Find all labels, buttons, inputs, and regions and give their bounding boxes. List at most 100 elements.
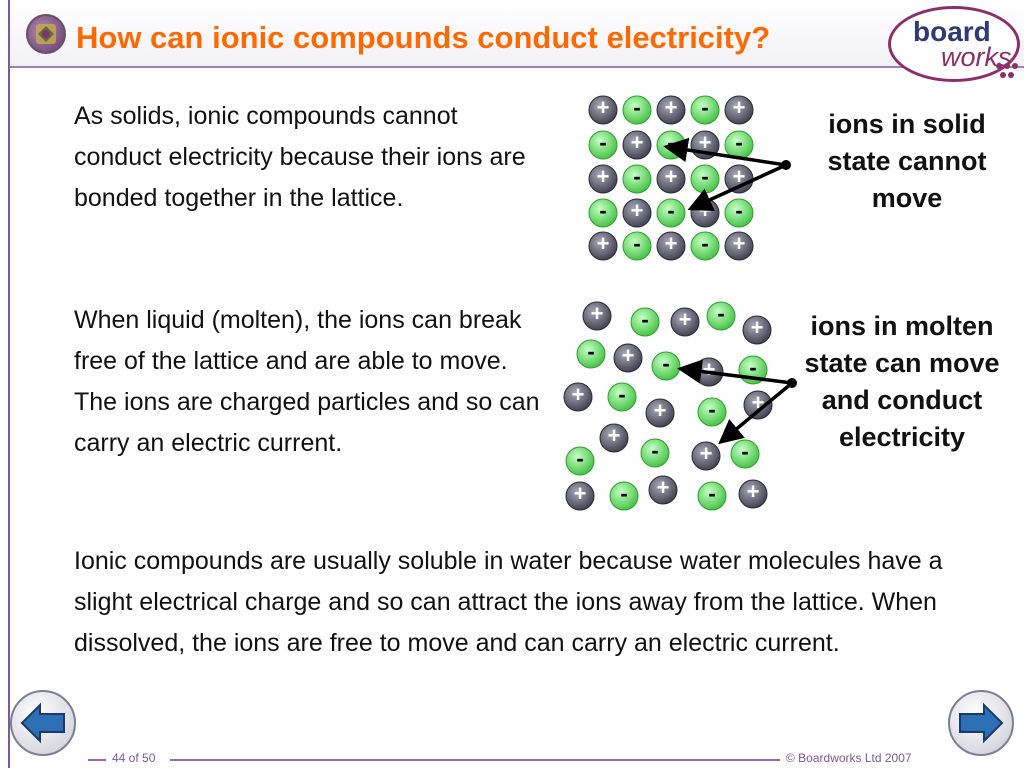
- svg-text:-: -: [618, 382, 625, 407]
- molten-positive-ion: +: [582, 301, 612, 331]
- solid-arrow-upper: [663, 137, 787, 167]
- solid-negative-ion: -: [656, 198, 686, 228]
- header-bar: [10, 6, 1024, 68]
- svg-text:-: -: [576, 446, 583, 471]
- svg-text:-: -: [587, 339, 594, 364]
- svg-text:-: -: [741, 439, 748, 464]
- solid-state-caption: ions in solid state cannot move: [827, 109, 987, 213]
- svg-text:+: +: [665, 231, 678, 256]
- molten-positive-ion: +: [599, 423, 629, 453]
- molten-negative-ion: -: [651, 351, 681, 381]
- svg-text:+: +: [657, 475, 670, 500]
- molten-positive-ion: +: [648, 475, 678, 505]
- svg-text:-: -: [633, 95, 640, 120]
- solid-negative-ion: -: [724, 198, 754, 228]
- svg-text:-: -: [717, 301, 724, 326]
- svg-text:-: -: [667, 198, 674, 223]
- solid-arrow-origin: [781, 160, 791, 170]
- boardworks-logo: board works: [888, 6, 1020, 82]
- molten-negative-ion: -: [609, 481, 639, 511]
- solid-negative-ion: -: [690, 95, 720, 125]
- brand-dots-icon: [996, 63, 1018, 78]
- molten-negative-ion: -: [706, 301, 736, 331]
- svg-text:-: -: [620, 481, 627, 506]
- molten-positive-ion: +: [742, 315, 772, 345]
- svg-text:+: +: [679, 307, 692, 332]
- svg-text:-: -: [599, 130, 606, 155]
- svg-text:+: +: [751, 315, 764, 340]
- solid-negative-ion: -: [690, 164, 720, 194]
- svg-text:-: -: [662, 351, 669, 376]
- svg-text:+: +: [747, 479, 760, 504]
- solid-positive-ion: +: [656, 95, 686, 125]
- svg-text:+: +: [703, 357, 716, 382]
- svg-text:-: -: [735, 198, 742, 223]
- molten-positive-ion: +: [565, 481, 595, 511]
- molten-negative-ion: -: [607, 382, 637, 412]
- svg-text:-: -: [633, 231, 640, 256]
- molten-negative-ion: -: [730, 439, 760, 469]
- solid-negative-ion: -: [622, 164, 652, 194]
- svg-text:+: +: [733, 164, 746, 189]
- solid-explanation: As solids, ionic compounds cannot conduc…: [74, 102, 526, 212]
- svg-text:-: -: [749, 355, 756, 380]
- svg-text:+: +: [574, 481, 587, 506]
- svg-text:-: -: [735, 130, 742, 155]
- molten-negative-ion: -: [565, 446, 595, 476]
- svg-text:+: +: [597, 231, 610, 256]
- solid-negative-ion: -: [588, 198, 618, 228]
- svg-text:+: +: [597, 164, 610, 189]
- copyright-notice: © Boardworks Ltd 2007: [786, 751, 912, 765]
- solid-negative-ion: -: [622, 95, 652, 125]
- solid-positive-ion: +: [656, 164, 686, 194]
- solid-positive-ion: +: [588, 95, 618, 125]
- svg-text:-: -: [599, 198, 606, 223]
- solid-positive-ion: +: [622, 130, 652, 160]
- svg-text:+: +: [699, 130, 712, 155]
- molten-arrow-upper: [677, 359, 793, 385]
- svg-text:+: +: [665, 164, 678, 189]
- solid-positive-ion: +: [724, 95, 754, 125]
- svg-text:+: +: [608, 423, 621, 448]
- solid-negative-ion: -: [690, 231, 720, 261]
- previous-slide-button[interactable]: [10, 690, 76, 756]
- svg-text:-: -: [708, 397, 715, 422]
- svg-text:+: +: [622, 343, 635, 368]
- solid-positive-ion: +: [656, 231, 686, 261]
- svg-text:+: +: [597, 95, 610, 120]
- svg-text:+: +: [665, 95, 678, 120]
- svg-text:+: +: [700, 441, 713, 466]
- svg-text:-: -: [701, 95, 708, 120]
- molten-negative-ion: -: [640, 438, 670, 468]
- slide-frame-line: [8, 0, 10, 768]
- solid-positive-ion: +: [724, 231, 754, 261]
- svg-text:+: +: [654, 398, 667, 423]
- brand-text-board: board: [913, 16, 991, 47]
- molten-positive-ion: +: [691, 441, 721, 471]
- school-crest-logo: [26, 14, 66, 54]
- svg-text:-: -: [641, 307, 648, 332]
- molten-positive-ion: +: [563, 382, 593, 412]
- page-number: 44 of 50: [112, 751, 156, 765]
- next-slide-button[interactable]: [948, 690, 1014, 756]
- footer-divider-left: [88, 759, 106, 761]
- svg-text:-: -: [633, 164, 640, 189]
- molten-negative-ion: -: [576, 339, 606, 369]
- page-title: How can ionic compounds conduct electric…: [76, 20, 771, 55]
- svg-text:-: -: [701, 164, 708, 189]
- molten-explanation: When liquid (molten), the ions can break…: [74, 306, 540, 457]
- solid-positive-ion: +: [588, 164, 618, 194]
- svg-text:+: +: [733, 231, 746, 256]
- molten-negative-ion: -: [630, 307, 660, 337]
- dissolved-explanation: Ionic compounds are usually soluble in w…: [74, 547, 943, 657]
- arrow-right-icon: [959, 702, 1004, 744]
- svg-text:-: -: [651, 438, 658, 463]
- solid-arrow-lower: [687, 163, 787, 211]
- molten-state-caption: ions in molten state can move and conduc…: [804, 311, 1000, 452]
- molten-arrow-lower: [718, 381, 794, 445]
- svg-text:+: +: [572, 382, 585, 407]
- svg-text:+: +: [591, 301, 604, 326]
- solid-negative-ion: -: [656, 130, 686, 160]
- molten-positive-ion: +: [738, 479, 768, 509]
